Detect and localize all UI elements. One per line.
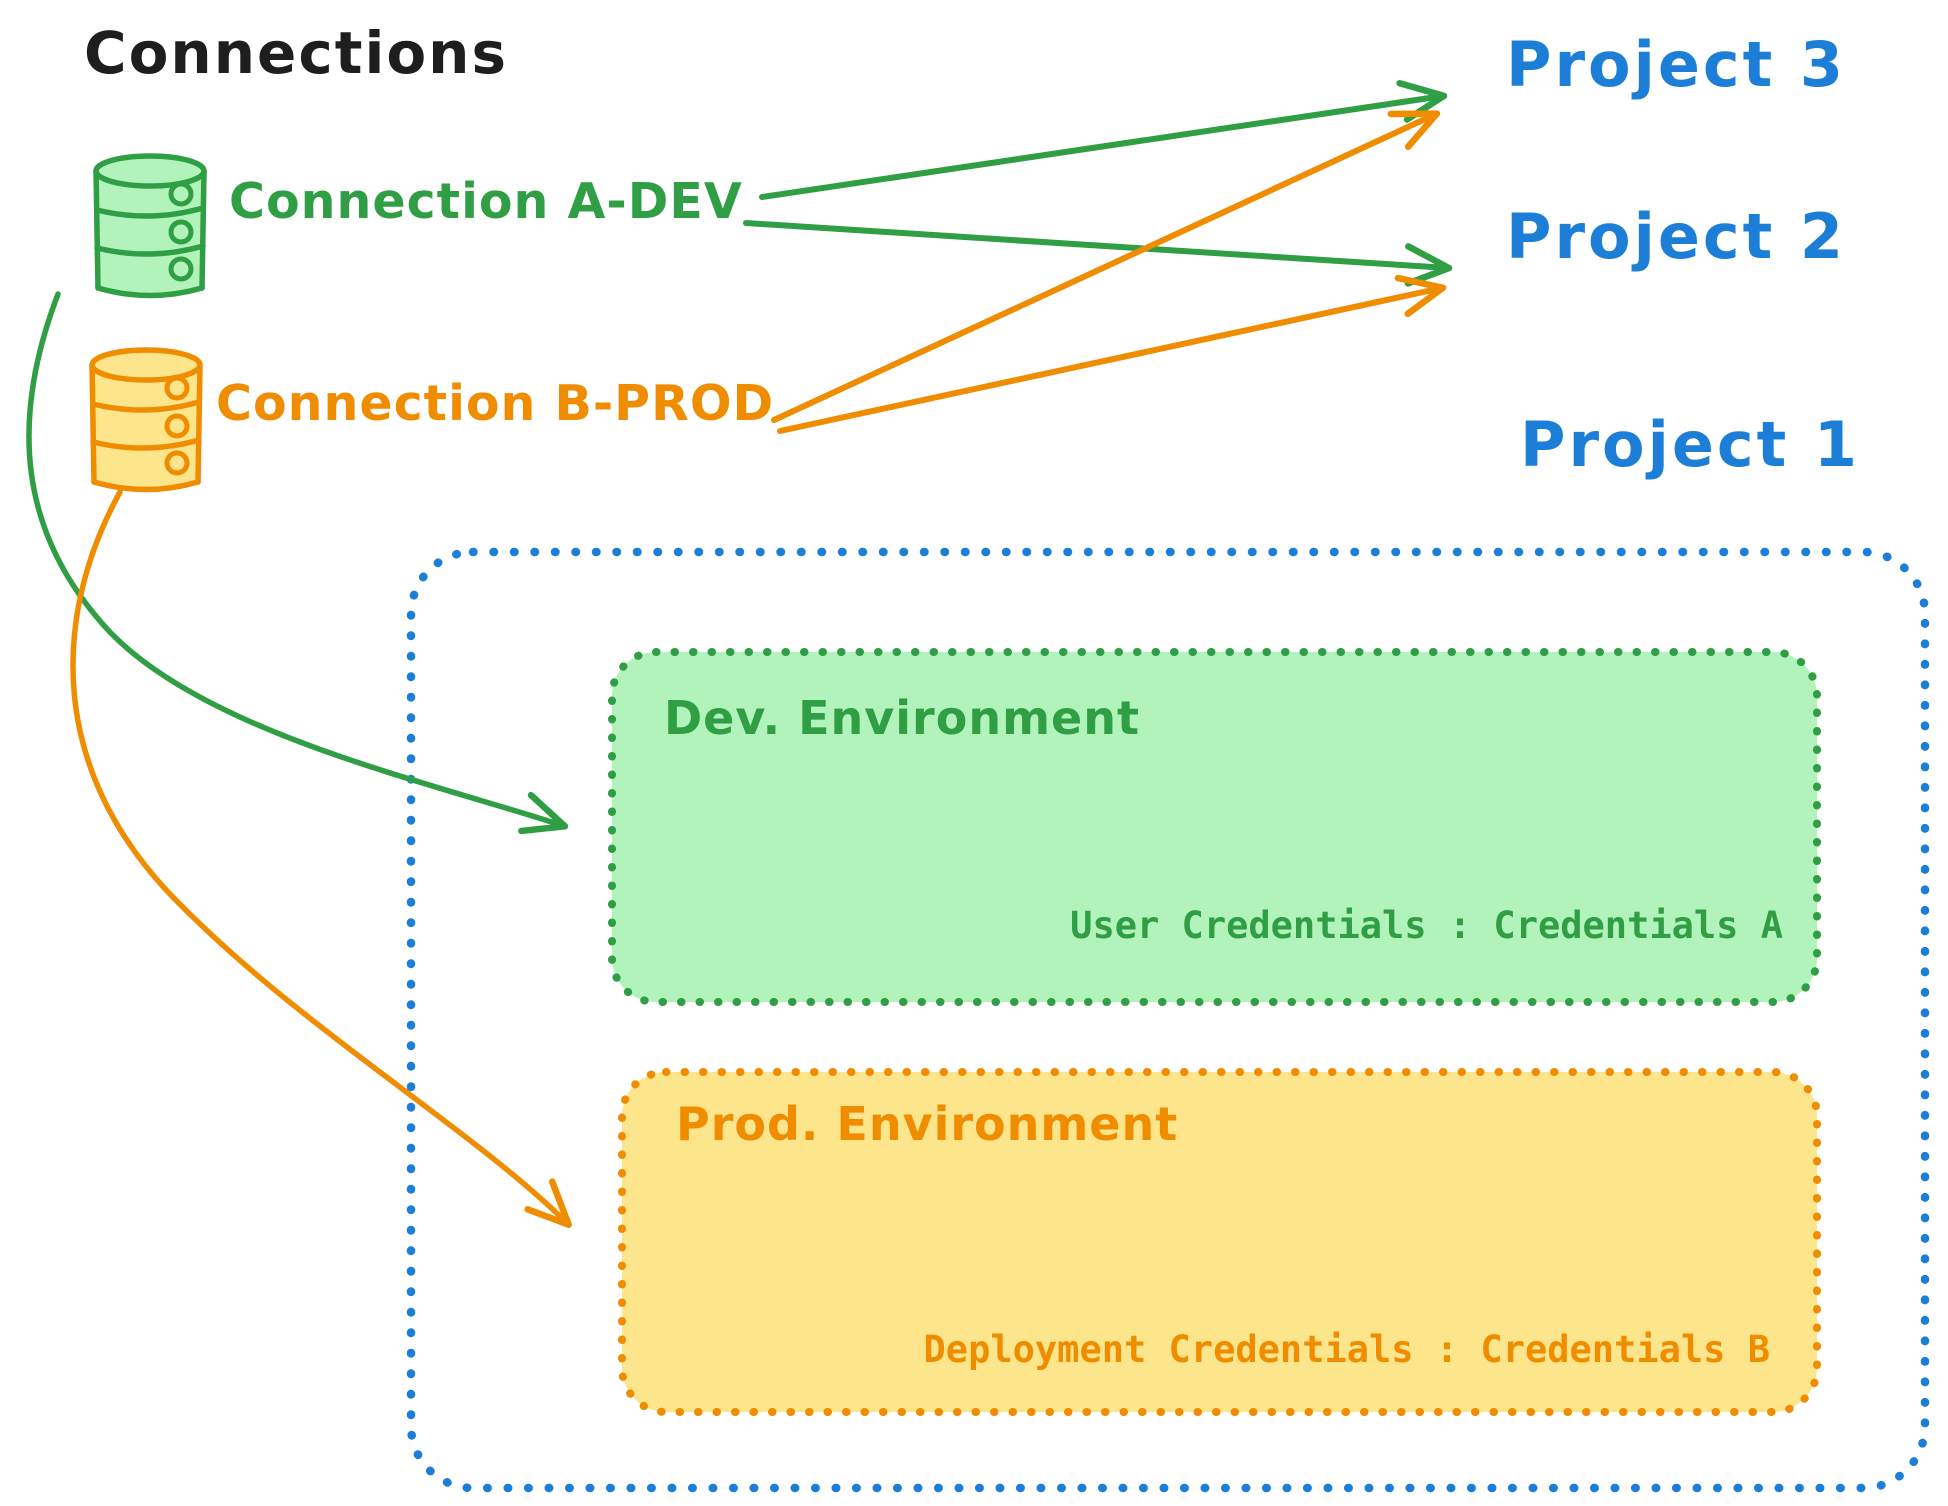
arrow-b-prod-to-prod-environment: [70, 489, 572, 1228]
connection-a-dev-label: Connection A-DEV: [229, 173, 743, 230]
connections-title: Connections: [84, 19, 508, 87]
project-1-label: Project 1: [1520, 408, 1861, 481]
prod-environment-box-border: [618, 1068, 1821, 1416]
dev-environment-box-fill: [612, 652, 1817, 1002]
arrow-b-prod-to-project3: [771, 110, 1441, 423]
project1-container-box: [406, 547, 1930, 1493]
prod-environment-title: Prod. Environment: [676, 1097, 1179, 1151]
prod-environment-box-fill: [622, 1072, 1817, 1412]
arrow-a-dev-to-dev-environment: [26, 291, 569, 835]
dev-environment-title: Dev. Environment: [664, 691, 1140, 745]
arrow-a-dev-to-project2: [743, 220, 1453, 287]
arrow-a-dev-to-project3: [759, 79, 1448, 200]
database-icon-b-prod: [89, 347, 203, 493]
project-3-label: Project 3: [1506, 28, 1847, 101]
prod-credentials-text: Deployment Credentials : Credentials B: [923, 1328, 1770, 1371]
dev-credentials-text: User Credentials : Credentials A: [1070, 904, 1783, 947]
connection-b-prod-label: Connection B-PROD: [216, 375, 775, 432]
dev-environment-box-border: [608, 648, 1821, 1006]
project-2-label: Project 2: [1506, 200, 1847, 273]
arrow-b-prod-to-project2: [777, 274, 1447, 434]
database-icon-a-dev: [93, 153, 207, 299]
